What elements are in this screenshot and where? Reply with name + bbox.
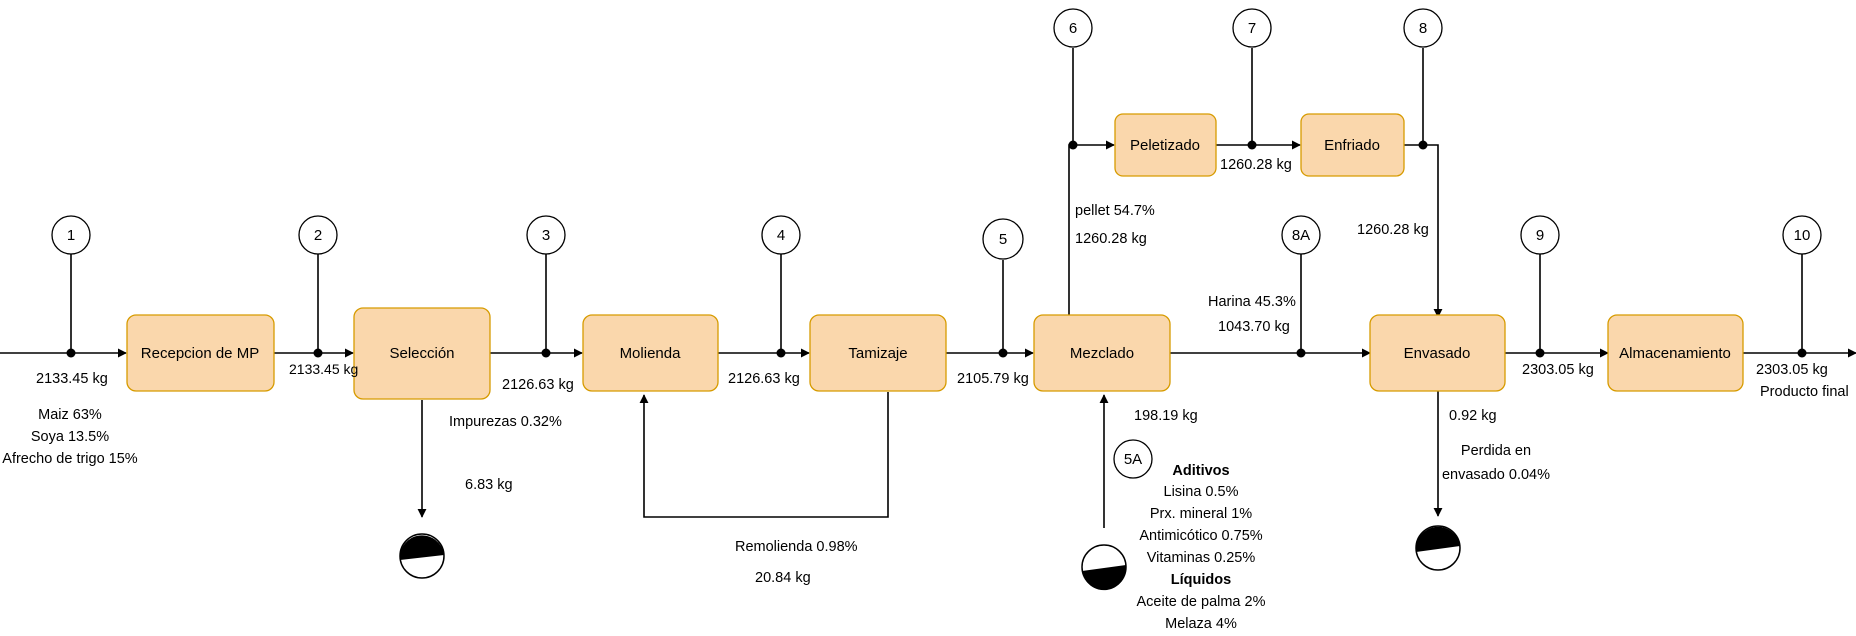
label-vitaminas: Vitaminas 0.25%: [1147, 550, 1256, 566]
stream-dot-6: [1068, 140, 1078, 150]
svg-text:2: 2: [314, 227, 322, 244]
svg-text:5: 5: [999, 231, 1007, 248]
point-3: 3: [526, 215, 566, 255]
stream-dot-10: [1797, 348, 1807, 358]
loss-indicator-perdida: [1415, 525, 1461, 571]
label-p10-mass: 2303.05 kg: [1756, 362, 1828, 378]
label-remolienda-mass: 20.84 kg: [755, 570, 811, 586]
loss-indicator-aditivos: [1081, 544, 1127, 591]
stream-dot-5: [998, 348, 1008, 358]
svg-text:Molienda: Molienda: [620, 345, 682, 362]
point-7: 7: [1232, 8, 1272, 48]
stream-dot-4: [776, 348, 786, 358]
label-aditivos-mass: 198.19 kg: [1134, 408, 1198, 424]
process-peletizado: Peletizado: [1114, 113, 1217, 177]
svg-text:Almacenamiento: Almacenamiento: [1619, 345, 1731, 362]
point-2: 2: [298, 215, 338, 255]
label-p5-mass: 2105.79 kg: [957, 371, 1029, 387]
stream-dot-8a: [1296, 348, 1306, 358]
process-molienda: Molienda: [582, 314, 719, 392]
point-8a: 8A: [1281, 215, 1321, 255]
stream-dot-2: [313, 348, 323, 358]
label-p2-mass: 2133.45 kg: [289, 361, 358, 377]
svg-text:Mezclado: Mezclado: [1070, 345, 1134, 362]
svg-text:5A: 5A: [1124, 451, 1142, 468]
process-enfriado: Enfriado: [1300, 113, 1405, 177]
point-9: 9: [1520, 215, 1560, 255]
process-seleccion: Selección: [353, 307, 491, 400]
label-p8-mass: 1260.28 kg: [1357, 222, 1429, 238]
process-recepcion: Recepcion de MP: [126, 314, 275, 392]
label-p1-mass: 2133.45 kg: [36, 371, 108, 387]
label-perdida-1: Perdida en: [1461, 443, 1531, 459]
stream-dot-1: [66, 348, 76, 358]
label-liquidos: Líquidos: [1171, 572, 1231, 588]
label-impurezas-mass: 6.83 kg: [465, 477, 513, 493]
svg-text:7: 7: [1248, 20, 1256, 37]
svg-text:Recepcion de MP: Recepcion de MP: [141, 345, 259, 362]
label-impurezas: Impurezas 0.32%: [449, 414, 562, 430]
stream-point-circles: 1 2 3 4 5 6 7 8 8A 9 10 5A: [51, 8, 1822, 479]
svg-text:9: 9: [1536, 227, 1544, 244]
svg-text:8A: 8A: [1292, 227, 1310, 244]
label-p4-mass: 2126.63 kg: [728, 371, 800, 387]
label-maiz: Maiz 63%: [38, 407, 102, 423]
svg-text:Peletizado: Peletizado: [1130, 137, 1200, 154]
stream-dot-8: [1418, 140, 1428, 150]
label-prx: Prx. mineral 1%: [1150, 506, 1252, 522]
point-5: 5: [982, 218, 1024, 260]
label-p3-mass: 2126.63 kg: [502, 377, 574, 393]
flow-labels: 2133.45 kg Maiz 63% Soya 13.5% Afrecho d…: [2, 157, 1848, 632]
label-remolienda: Remolienda 0.98%: [735, 539, 858, 555]
point-5a: 5A: [1113, 439, 1153, 479]
label-melaza: Melaza 4%: [1165, 616, 1237, 632]
label-pellet-mass: 1260.28 kg: [1075, 231, 1147, 247]
label-pellet: pellet 54.7%: [1075, 203, 1155, 219]
label-perdida-2: envasado 0.04%: [1442, 467, 1550, 483]
loss-indicator-impurezas: [399, 533, 445, 579]
label-harina: Harina 45.3%: [1208, 294, 1296, 310]
point-6: 6: [1053, 8, 1093, 48]
svg-text:Selección: Selección: [389, 345, 454, 362]
label-lisina: Lisina 0.5%: [1164, 484, 1239, 500]
label-p7-mass: 1260.28 kg: [1220, 157, 1292, 173]
stream-dot-7: [1247, 140, 1257, 150]
stream-dot-3: [541, 348, 551, 358]
label-aditivos: Aditivos: [1172, 463, 1229, 479]
point-10: 10: [1782, 215, 1822, 255]
arrow-remolienda-loop: [639, 392, 889, 518]
label-soya: Soya 13.5%: [31, 429, 109, 445]
svg-text:Envasado: Envasado: [1404, 345, 1471, 362]
label-afrecho: Afrecho de trigo 15%: [2, 451, 138, 467]
label-envasado-loss-mass: 0.92 kg: [1449, 408, 1497, 424]
label-p9-mass: 2303.05 kg: [1522, 362, 1594, 378]
svg-text:6: 6: [1069, 20, 1077, 37]
process-almacenamiento: Almacenamiento: [1607, 314, 1744, 392]
stream-points: [66, 48, 1807, 358]
svg-text:Enfriado: Enfriado: [1324, 137, 1380, 154]
arrow-enfriado-envasado: [1404, 144, 1443, 318]
label-aceite: Aceite de palma 2%: [1137, 594, 1266, 610]
svg-text:8: 8: [1419, 20, 1427, 37]
label-antimicotico: Antimicótico 0.75%: [1139, 528, 1262, 544]
point-4: 4: [761, 215, 801, 255]
svg-text:4: 4: [777, 227, 785, 244]
label-harina-mass: 1043.70 kg: [1218, 319, 1290, 335]
stream-dot-9: [1535, 348, 1545, 358]
svg-text:1: 1: [67, 227, 75, 244]
process-tamizaje: Tamizaje: [809, 314, 947, 392]
point-1: 1: [51, 215, 91, 255]
label-producto-final: Producto final: [1760, 384, 1849, 400]
svg-text:10: 10: [1794, 227, 1811, 244]
svg-text:Tamizaje: Tamizaje: [848, 345, 907, 362]
point-8: 8: [1403, 8, 1443, 48]
process-envasado: Envasado: [1369, 314, 1506, 392]
svg-text:3: 3: [542, 227, 550, 244]
process-mezclado: Mezclado: [1033, 314, 1171, 392]
